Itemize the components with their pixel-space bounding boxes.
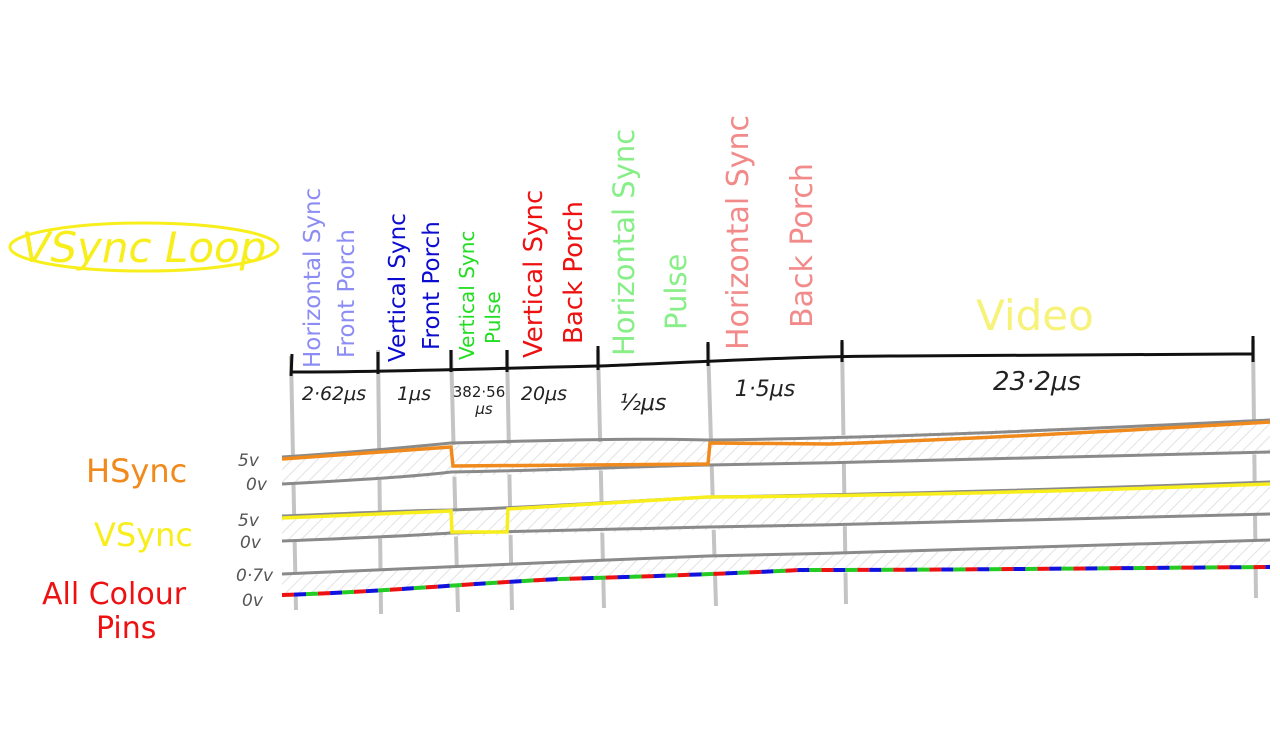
voltage-label: 5v — [238, 451, 260, 471]
duration-label: 23·2μs — [993, 367, 1081, 397]
title-group: VSync Loop — [8, 221, 280, 273]
segment-label-line: Pulse — [481, 291, 505, 344]
segment-label-line: Horizontal Sync — [607, 129, 641, 356]
segment-label-line: Vertical Sync — [455, 231, 479, 360]
segment-label-h-back-porch: Horizontal Sync Back Porch — [721, 115, 820, 350]
duration-label: 382·56 — [453, 383, 506, 401]
segment-label-line: Horizontal Sync — [300, 188, 326, 368]
segment-label-line: Back Porch — [559, 201, 589, 344]
segment-label-v-sync-pulse: Vertical Sync Pulse — [455, 231, 505, 360]
colour-pins-line1: All Colour — [42, 577, 187, 612]
segment-label-h-front-porch: Horizontal Sync Front Porch — [300, 188, 360, 368]
segment-label-line: Vertical Sync — [519, 190, 549, 358]
signal-name-colour-pins-line2: Pins — [96, 611, 156, 646]
segment-label-line: Horizontal Sync — [721, 115, 756, 350]
signal-name-hsync: HSync — [86, 452, 187, 490]
timeline-tick — [289, 353, 294, 377]
segment-label-v-back-porch: Vertical Sync Back Porch — [519, 190, 589, 358]
duration-label: ½μs — [620, 391, 667, 416]
vsync-hatch — [282, 482, 1270, 541]
hsync-high-rail — [281, 418, 1271, 459]
signal-name-colour-pins: All Colour — [42, 577, 187, 612]
segment-label-h-sync-pulse: Horizontal Sync Pulse — [607, 129, 693, 356]
duration-label: 1μs — [397, 383, 431, 405]
voltage-label: 0v — [246, 475, 268, 495]
vsync-low-rail — [281, 512, 1271, 543]
timeline-axis — [290, 352, 1254, 374]
diagram-title: VSync Loop — [22, 223, 267, 272]
segment-label-line: Pulse — [659, 254, 693, 330]
vsync-signal — [281, 482, 1271, 534]
timeline — [289, 336, 1255, 377]
segment-label-line: Front Porch — [334, 229, 360, 358]
segment-label-line: Vertical Sync — [385, 213, 411, 362]
signal-name-vsync: VSync — [94, 516, 193, 554]
duration-label: μs — [474, 400, 493, 418]
segment-labels: Horizontal Sync Front Porch Vertical Syn… — [300, 115, 1094, 368]
voltage-label: 0v — [240, 533, 262, 553]
signal-names: HSync VSync All Colour Pins — [42, 452, 193, 646]
colour-pins-lane — [281, 538, 1271, 597]
durations: 2·62μs 1μs 382·56 μs 20μs ½μs 1·5μs 23·2… — [302, 367, 1081, 418]
voltage-label: 5v — [238, 511, 260, 531]
hsync-signal — [281, 420, 1271, 468]
colour-high-rail — [281, 538, 1271, 576]
voltage-label: 0v — [242, 591, 264, 611]
segment-label-v-front-porch: Vertical Sync Front Porch — [385, 213, 445, 362]
voltage-labels: 5v 0v 5v 0v 0·7v 0v — [236, 451, 274, 611]
segment-label-video: Video — [976, 291, 1094, 340]
colour-signal-red — [281, 565, 1271, 597]
hsync-lane — [281, 418, 1271, 486]
voltage-label: 0·7v — [236, 566, 274, 586]
vsync-lane — [281, 480, 1271, 543]
segment-label-line: Front Porch — [419, 221, 445, 350]
duration-label: 2·62μs — [302, 383, 366, 405]
duration-label: 1·5μs — [735, 377, 795, 402]
title-outline — [8, 221, 280, 273]
segment-label-line: Back Porch — [785, 163, 820, 328]
duration-label: 20μs — [521, 383, 567, 405]
